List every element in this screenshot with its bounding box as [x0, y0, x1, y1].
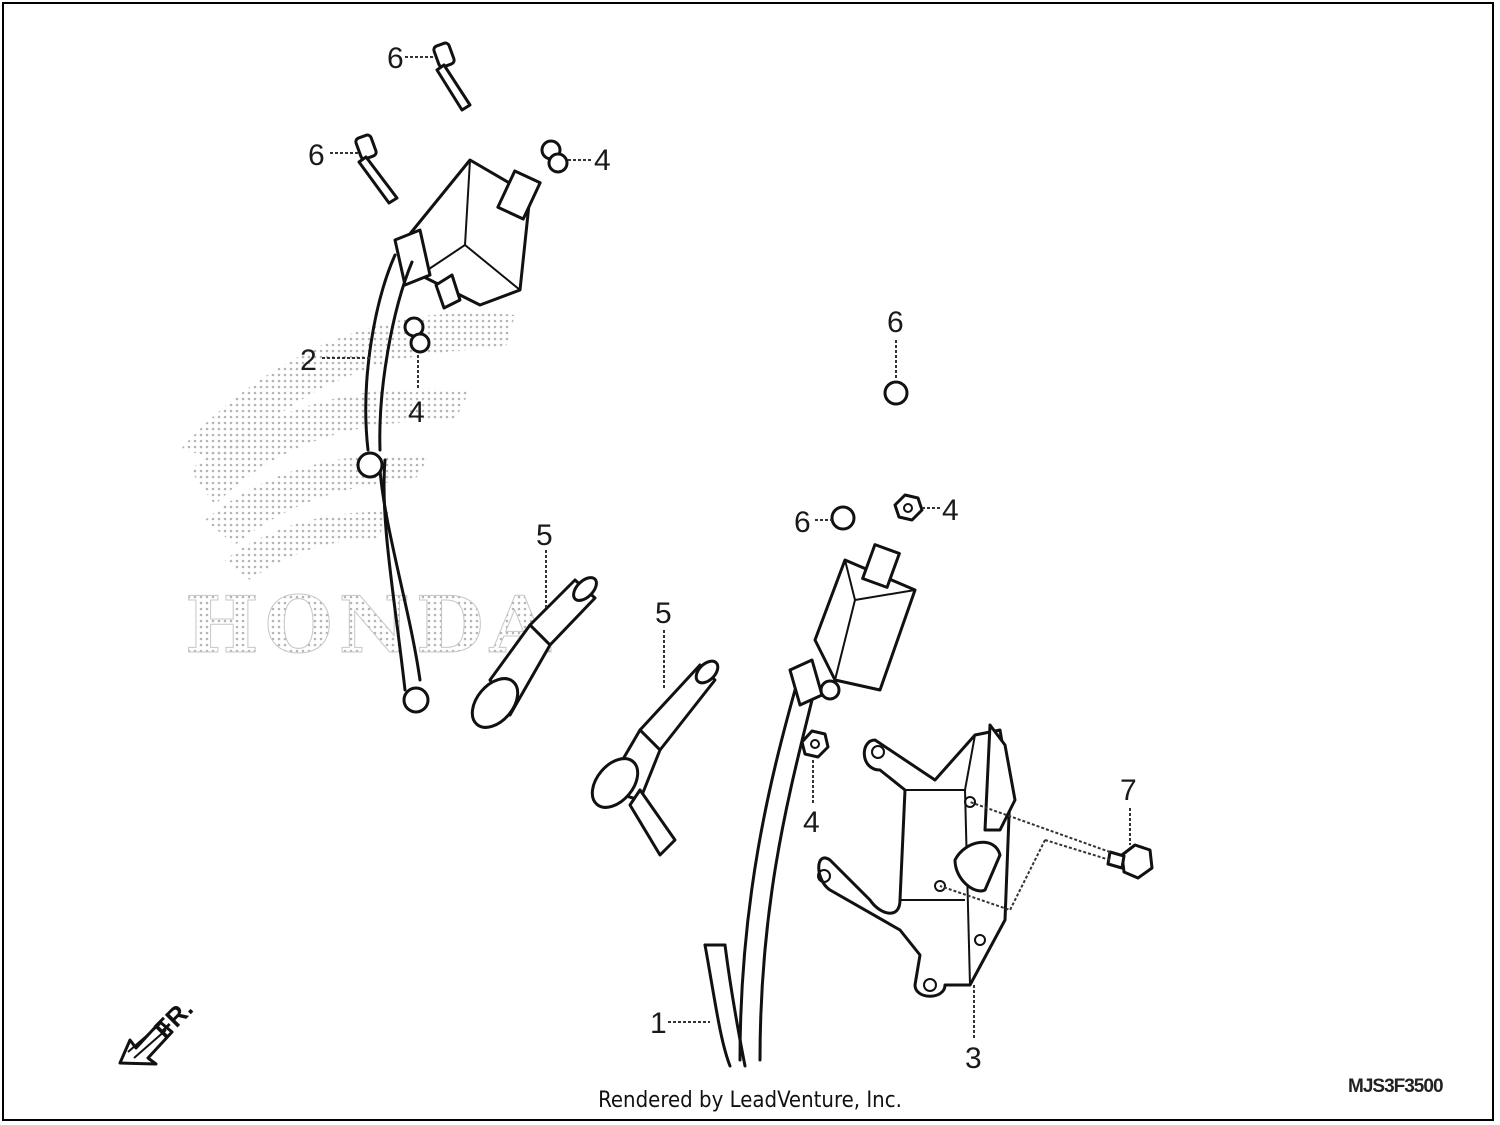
callout-6-upper-left: 6 — [308, 139, 325, 172]
callout-6-top: 6 — [387, 42, 404, 75]
callout-4-mid: 4 — [408, 396, 425, 429]
callout-4-right: 4 — [942, 494, 959, 527]
callout-6-right-top: 6 — [887, 306, 904, 339]
part-5-plug-cap-right[interactable] — [583, 657, 722, 857]
part-4-nut-upper[interactable] — [540, 139, 569, 174]
part-4-nut-lower[interactable] — [800, 729, 830, 759]
part-4-nut-right[interactable] — [893, 493, 924, 522]
part-6-bolt-top[interactable] — [432, 41, 472, 112]
callout-7: 7 — [1120, 774, 1137, 807]
callout-4-lower: 4 — [803, 806, 820, 839]
part-5-plug-cap-left[interactable] — [463, 573, 600, 736]
part-3-bracket[interactable] — [817, 723, 1017, 998]
honda-text-watermark: HONDA — [185, 580, 556, 671]
footer-credit: Rendered by LeadVenture, Inc. — [598, 1088, 902, 1113]
diagram-code: MJS3F3500 — [1348, 1076, 1444, 1097]
part-4-nut-mid[interactable] — [403, 316, 431, 354]
callout-5-right: 5 — [655, 597, 672, 630]
part-7-bolt[interactable] — [1106, 843, 1154, 880]
honda-wing-watermark — [180, 312, 515, 580]
callout-3: 3 — [965, 1042, 982, 1075]
part-6-cap-right-top[interactable] — [883, 380, 909, 406]
callout-5-left: 5 — [536, 519, 553, 552]
part-2-ignition-coil-upper[interactable] — [356, 158, 542, 714]
callout-6-right-mid: 6 — [794, 506, 811, 539]
callout-1: 1 — [650, 1007, 667, 1040]
callout-2: 2 — [300, 344, 317, 377]
callout-4-upper: 4 — [594, 144, 611, 177]
part-6-bolt-upper-left[interactable] — [354, 133, 399, 205]
front-direction-arrow — [118, 1020, 174, 1066]
part-1-ignition-coil-lower[interactable] — [703, 543, 917, 1068]
part-6-cap-right-mid[interactable] — [830, 505, 856, 531]
